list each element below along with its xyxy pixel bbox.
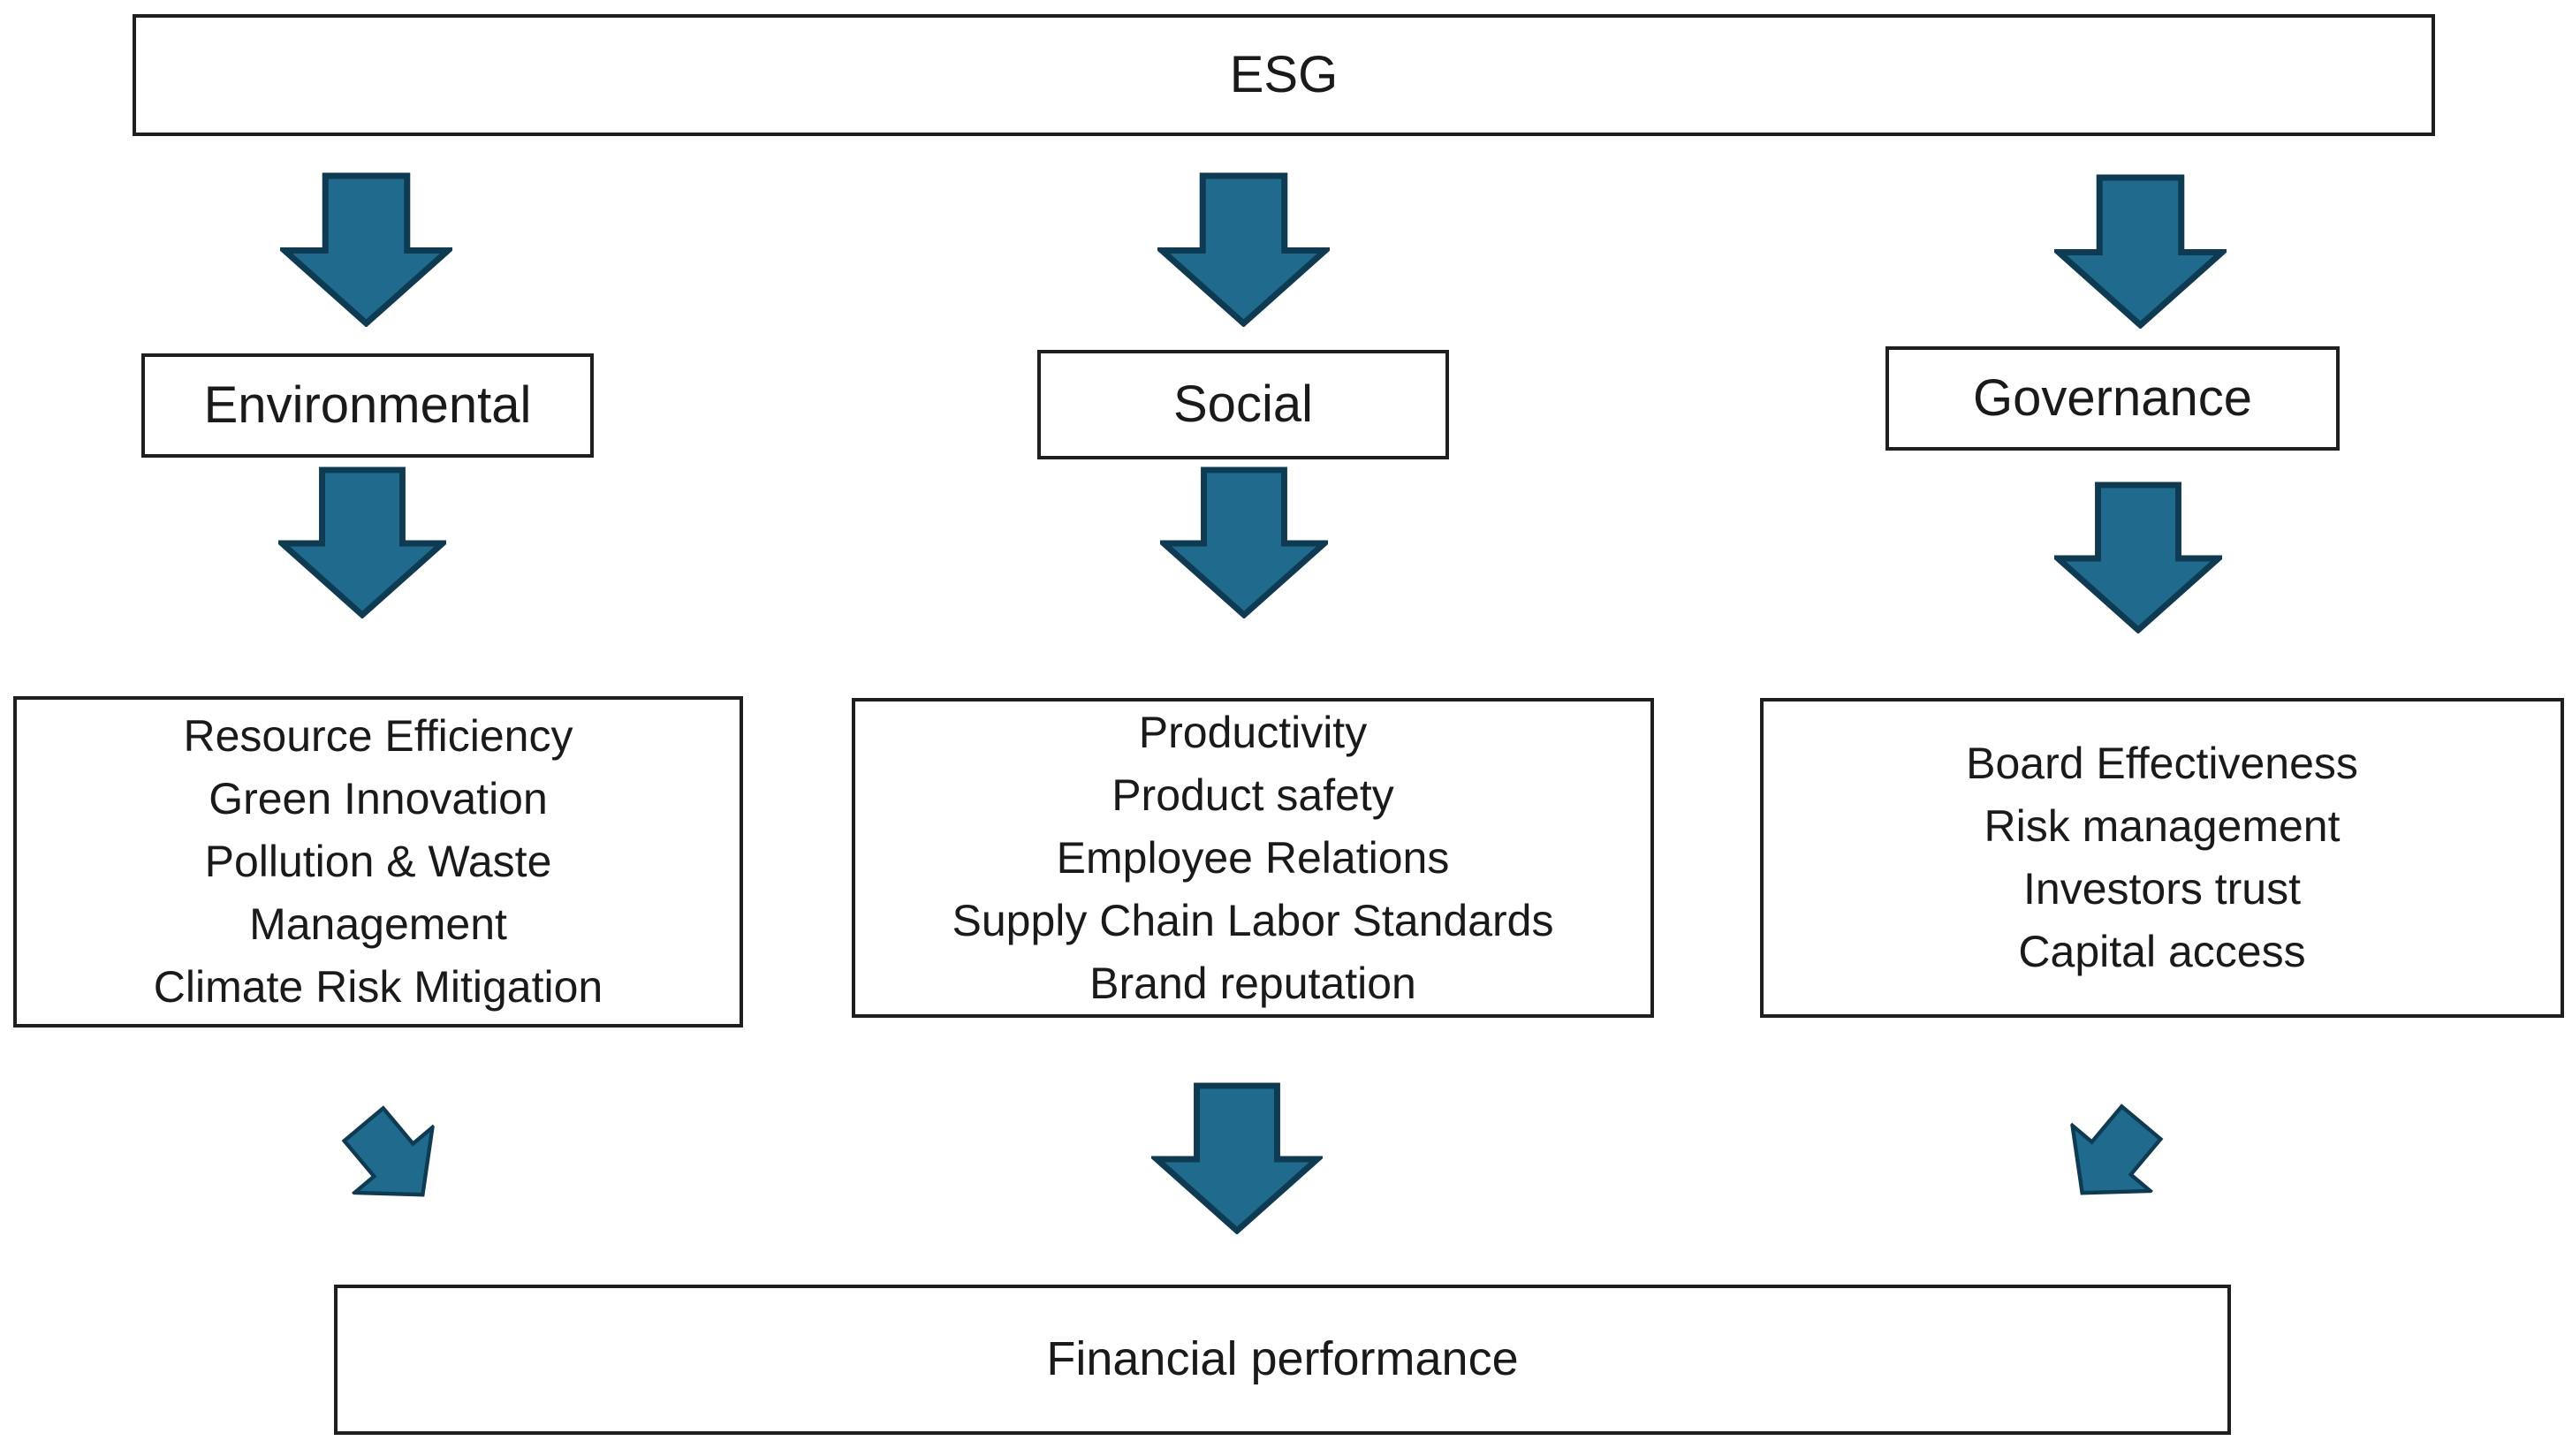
down-arrow-icon (278, 466, 446, 618)
down-right-arrow-icon (315, 1080, 473, 1240)
esg-box-label: ESG (1229, 46, 1339, 104)
factor-line: Pollution & Waste Management (204, 837, 552, 949)
down-arrow-icon (1151, 1082, 1323, 1234)
governance-box-label: Governance (1973, 369, 2252, 428)
down-left-arrow-icon (2033, 1078, 2191, 1238)
factor-line: Risk management (1984, 801, 2341, 851)
factor-line: Product safety (1111, 770, 1394, 820)
factor-line: Supply Chain Labor Standards (952, 895, 1554, 945)
down-arrow-icon (1157, 172, 1330, 327)
factor-line: Capital access (2018, 927, 2306, 976)
factor-line: Board Effectiveness (1966, 739, 2358, 788)
environmental-box: Environmental (141, 353, 594, 458)
down-arrow-icon (1160, 466, 1328, 618)
factor-line: Brand reputation (1089, 958, 1416, 1008)
down-arrow-icon (2054, 174, 2227, 329)
factor-line: Employee Relations (1056, 832, 1450, 883)
factor-line: Productivity (1138, 707, 1368, 757)
social-box-label: Social (1173, 375, 1313, 434)
down-arrow-icon (2054, 482, 2222, 633)
governance-box: Governance (1885, 346, 2340, 451)
financial-performance-label: Financial performance (1046, 1332, 1519, 1386)
environmental-box-label: Environmental (203, 376, 532, 435)
factor-line: Resource Efficiency (183, 711, 573, 761)
social-box: Social (1037, 350, 1449, 459)
esg-box: ESG (133, 14, 2435, 136)
factor-line: Climate Risk Mitigation (153, 962, 603, 1012)
factor-line: Investors trust (2023, 864, 2301, 914)
financial-performance-box: Financial performance (334, 1285, 2231, 1435)
factor-line: Green Innovation (209, 774, 548, 823)
down-arrow-icon (280, 172, 452, 327)
